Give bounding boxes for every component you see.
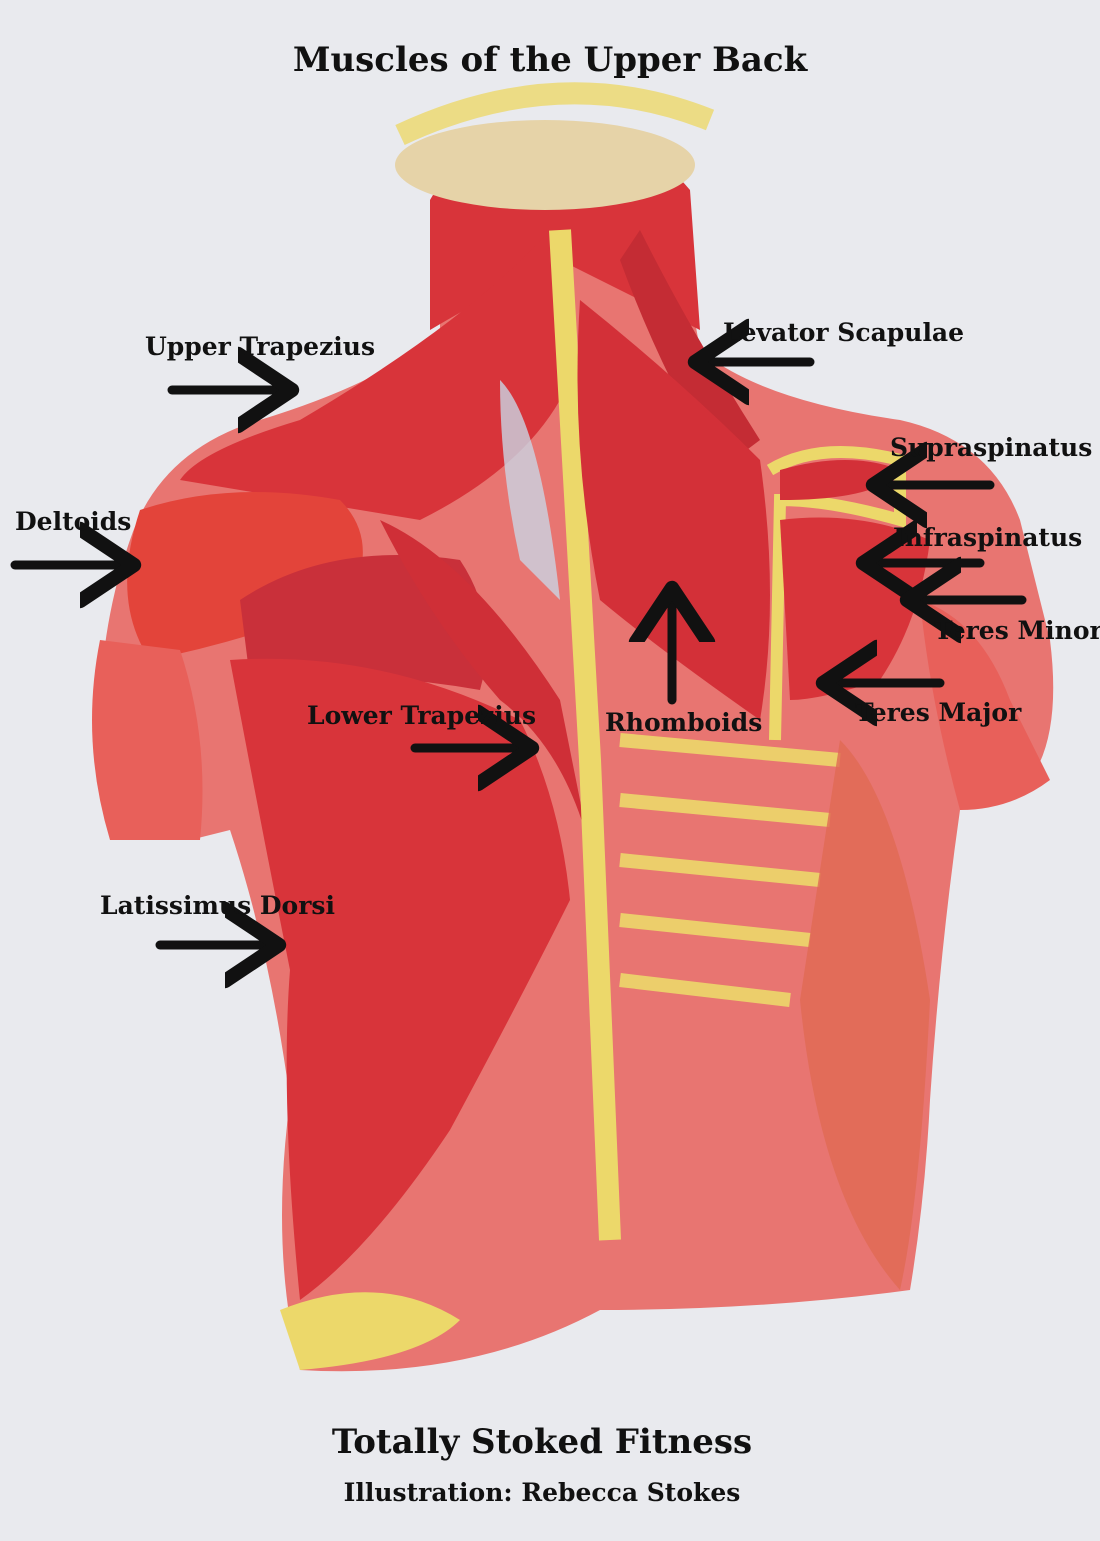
left-hip-tendon — [280, 1292, 460, 1370]
neck-cut — [395, 120, 695, 210]
spine-light — [500, 380, 560, 600]
spine — [549, 229, 621, 1241]
label-upper-trapezius: Upper Trapezius — [145, 332, 376, 361]
label-supraspinatus: Supraspinatus — [890, 433, 1093, 462]
footer-brand: Totally Stoked Fitness — [331, 1422, 753, 1462]
right-arm — [920, 600, 1050, 810]
label-deltoids: Deltoids — [15, 507, 132, 536]
label-levator-scapulae: Levator Scapulae — [723, 318, 965, 347]
label-teres-minor: Teres Minor — [934, 616, 1100, 645]
rhomboids — [577, 300, 770, 720]
neck-cut-rim — [395, 82, 715, 145]
label-latissimus-dorsi: Latissimus Dorsi — [100, 891, 335, 920]
deltoid — [127, 492, 363, 660]
left-arm — [92, 640, 203, 840]
upper-trapezius — [180, 230, 560, 520]
lower-trapezius — [380, 520, 600, 900]
diagram-title: Muscles of the Upper Back — [292, 40, 808, 80]
right-ribs — [619, 733, 841, 1007]
latissimus-dorsi — [230, 658, 570, 1300]
label-infraspinatus: Infraspinatus — [893, 523, 1083, 552]
footer-credit: Illustration: Rebecca Stokes — [343, 1478, 741, 1507]
label-lower-trapezius: Lower Trapezius — [307, 701, 537, 730]
label-teres-major: Teres Major — [855, 698, 1022, 727]
right-flank — [800, 740, 930, 1290]
label-rhomboids: Rhomboids — [605, 708, 763, 737]
